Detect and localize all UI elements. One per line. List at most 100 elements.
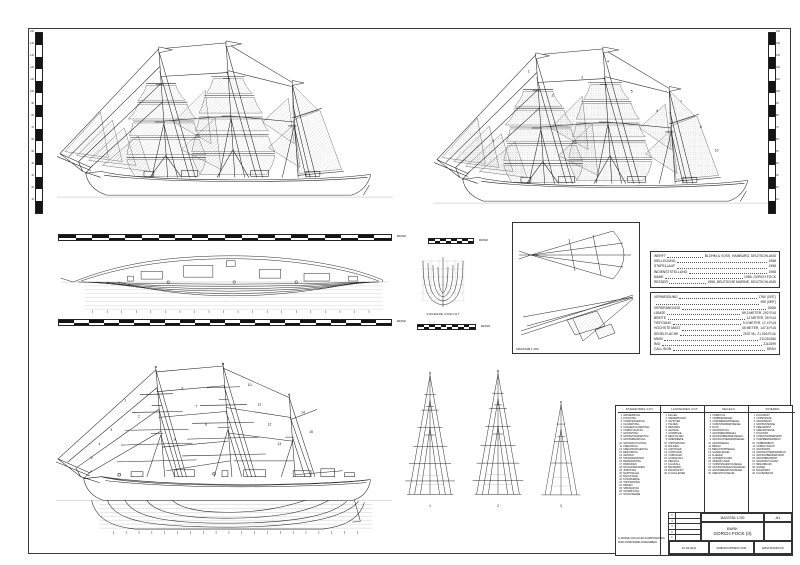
scale-bar-segment (89, 320, 105, 323)
spec-value: 1958, GORCH FOCK (744, 274, 776, 279)
callout-number: 4 (607, 60, 609, 64)
legend-item-number: 16 (708, 459, 711, 463)
scale-bar-segment (457, 327, 464, 329)
sheet-size-cell: A1 (764, 513, 792, 522)
legend-item-label: DREHREEPE (668, 438, 684, 442)
ruler-label: 100 (776, 90, 780, 93)
legend-item-label: GROSSRAH (756, 447, 771, 451)
revision-row: 3 (669, 524, 701, 530)
scale-bar-segment (225, 322, 241, 325)
legend-column-title: SPIEREN (750, 407, 795, 413)
legend-item-label: GROSSBRAMSTAG (623, 438, 646, 442)
spec-dots (679, 334, 742, 336)
legend-item-label: VORBRAMSEGEL (712, 417, 733, 421)
spec-dots (664, 339, 758, 341)
ruler-segment (769, 177, 775, 189)
legend-item-label: BESANSTAG (623, 450, 638, 454)
spec-label: VERDRÄNGUNG (654, 305, 681, 310)
legend-item-number: 21 (619, 475, 622, 479)
callout-number: 9 (492, 139, 494, 143)
legend-item-number: 15 (664, 456, 667, 460)
spec-value: 1958 (768, 264, 776, 269)
legend-item-number: 4 (665, 423, 667, 427)
legend-item-number: 18 (752, 465, 755, 469)
legend-item-label: KREUZSTAG (623, 444, 638, 448)
ruler-label: 120 (776, 66, 780, 69)
spec-dots (655, 303, 759, 305)
legend-item-label: NIEDERHOLER (668, 417, 686, 421)
callout-number: 8 (205, 422, 207, 426)
mast-view-main (466, 366, 530, 502)
legend-item-number: 14 (619, 453, 622, 457)
spec-value: 12 METER, 39 FUß (746, 316, 776, 321)
ruler-label: 130 (30, 54, 34, 57)
legend-item-label: BULINEN (668, 444, 679, 448)
mast-view-mizzen-svg (541, 400, 581, 496)
legend-item-label: GROSSSTAG (623, 432, 639, 436)
meter-ruler-right (768, 32, 776, 214)
legend-item-number: 20 (619, 471, 622, 475)
legend-column-title: SEGELN (706, 407, 751, 413)
legend-item-label: TOPPNANTEN (668, 441, 685, 445)
scale-bar-segment (462, 239, 468, 241)
spec-label: HÖCHSTE MAST (654, 326, 681, 331)
legend-item-label: SPRINGSTAG (623, 487, 639, 491)
ruler-label: 150 (30, 30, 34, 33)
spec-dots (672, 350, 766, 352)
scale-bar-segment (291, 235, 308, 238)
ruler-segment (36, 129, 42, 141)
legend-item-label: VORROYALRAH (756, 444, 775, 448)
callout-number: 6 (182, 387, 184, 391)
legend-item-number: 15 (619, 456, 622, 460)
legend-item-label: KLÜVERSTAG (623, 423, 640, 427)
legend-item-label: FOCKSTAG (623, 417, 637, 421)
callout-number: 8 (700, 125, 702, 129)
ruler-segment (769, 129, 775, 141)
legend-item-label: AUSHOLER (668, 450, 682, 454)
legend-item-label: GAFFELFALL (668, 456, 684, 460)
legend-item-label: TOPPNANTEN (623, 481, 640, 485)
legend-item-number: 17 (708, 462, 711, 466)
ship-name-label: GORCH FOCK (II) (713, 531, 752, 536)
sail-plan-port-view (57, 27, 393, 211)
ruler-segment (36, 141, 42, 153)
legend-item-number: 13 (752, 450, 755, 454)
ruler-segment (769, 33, 775, 45)
legend-item-number: 22 (619, 478, 622, 482)
callout-number: 6 (656, 109, 658, 113)
bowsprit-detail-svg (518, 230, 634, 342)
legend-item-number: 3 (620, 420, 622, 424)
scale-bar-segment (308, 237, 325, 240)
legend-item-number: 12 (664, 447, 667, 451)
ruler-segment (769, 189, 775, 201)
legend-item-number: 20 (664, 471, 667, 475)
callout-number: 7 (195, 405, 197, 409)
legend-item-label: GROSSSTENGESTAGSEGEL (712, 465, 746, 469)
legend-item-number: 13 (664, 450, 667, 454)
legend-item-label: GROSSROYAL (712, 429, 730, 433)
scale-bar-segment (194, 322, 210, 325)
